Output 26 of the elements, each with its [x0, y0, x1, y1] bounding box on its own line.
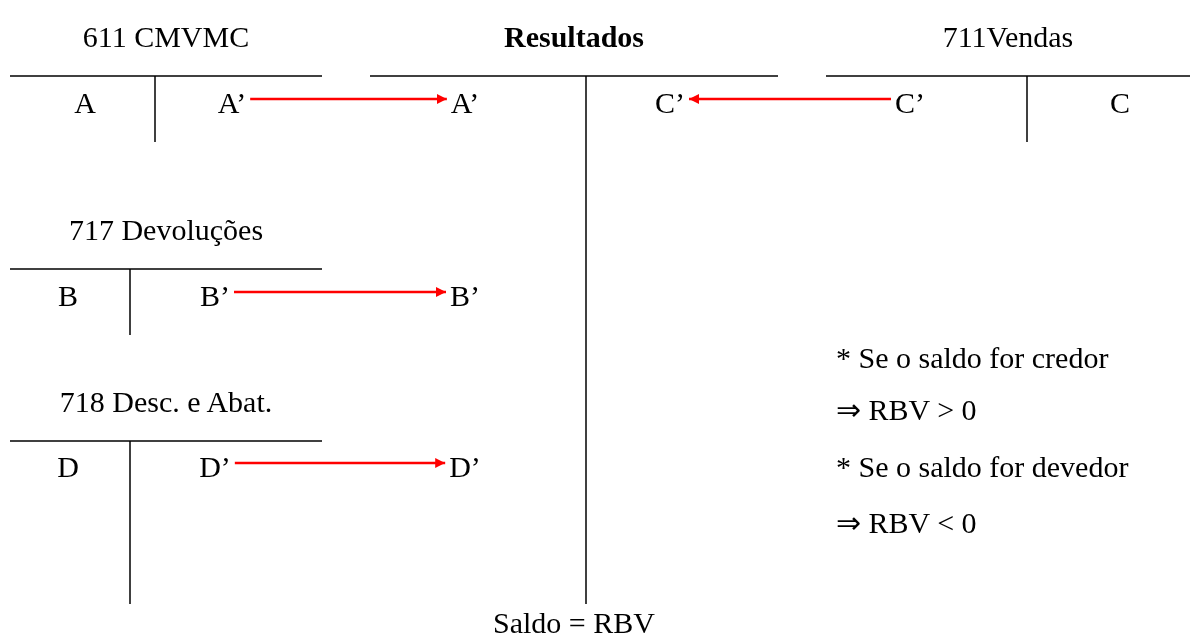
balance-note: Saldo = RBV: [493, 605, 655, 639]
arrow: [234, 287, 446, 297]
account-entry: B’: [200, 279, 230, 313]
account-entry: D’: [449, 450, 481, 484]
account-entry: A’: [217, 86, 247, 120]
account-title: Resultados: [503, 19, 645, 55]
account-entry: A’: [450, 86, 480, 120]
arrow: [689, 94, 891, 104]
account-entry: D: [57, 450, 79, 484]
account-entry: B: [58, 279, 78, 313]
account-title: 718 Desc. e Abat.: [58, 384, 274, 420]
account-title: 611 CMVMC: [81, 19, 251, 55]
account-entry: C: [1110, 86, 1130, 120]
account-title: 711Vendas: [941, 19, 1075, 55]
account-entry: A: [74, 86, 96, 120]
account-entry: B’: [450, 279, 480, 313]
arrow: [234, 458, 446, 468]
arrow: [250, 94, 447, 104]
note-text: ⇒ RBV < 0: [836, 505, 977, 541]
account-title: 717 Devoluções: [67, 212, 265, 248]
note-text: ⇒ RBV > 0: [836, 392, 977, 428]
account-entry: C’: [655, 86, 685, 120]
account-entry: C’: [895, 86, 925, 120]
account-entry: D’: [199, 450, 231, 484]
note-text: * Se o saldo for credor: [836, 340, 1109, 376]
note-text: * Se o saldo for devedor: [836, 449, 1129, 485]
